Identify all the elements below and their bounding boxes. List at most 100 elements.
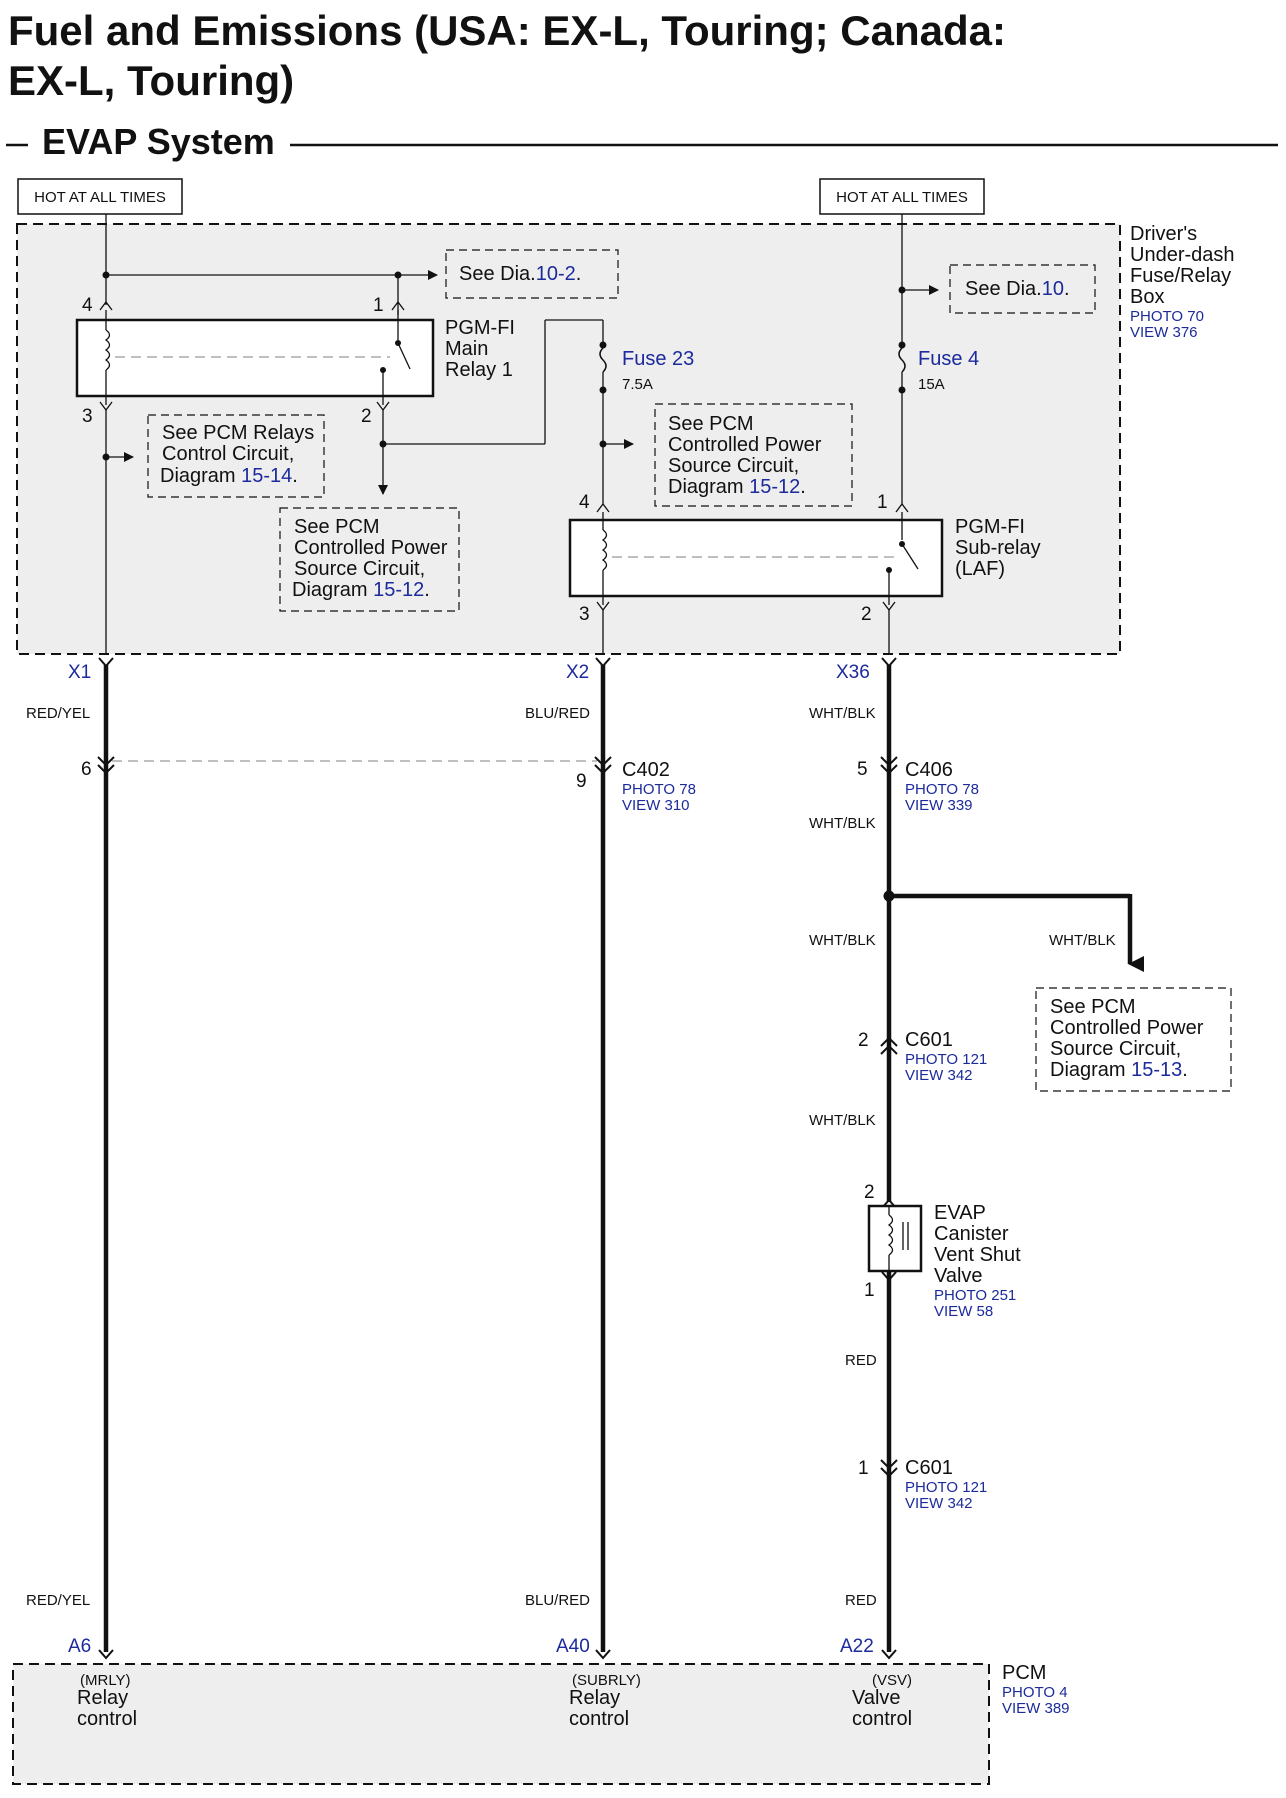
sub-relay-label-1: PGM-FI	[955, 516, 1025, 538]
pcm-ref-c-4: Diagram	[1050, 1059, 1131, 1081]
hot-label-right: HOT AT ALL TIMES	[836, 189, 968, 206]
main-relay-label-1: PGM-FI	[445, 317, 515, 339]
fuse-23-rating: 7.5A	[622, 376, 653, 393]
fusebox-photo: PHOTO 70	[1130, 308, 1204, 325]
sub-relay-coil	[601, 529, 608, 571]
valve-pin-top: 2	[864, 1182, 875, 1203]
wire-label-3b: WHT/BLK	[809, 815, 876, 832]
relays-ref-2: Control Circuit,	[162, 443, 294, 465]
sub-relay-box	[568, 518, 944, 598]
pcm-c2-code: (SUBRLY)	[572, 1672, 641, 1689]
terminal-a6: A6	[68, 1636, 91, 1657]
pcm-ref-a-1: See PCM	[294, 516, 380, 538]
main-relay-switch	[397, 342, 411, 370]
fusebox-view: VIEW 376	[1130, 324, 1198, 341]
pcm-ref-a-suffix: .	[424, 579, 430, 601]
page-title-line2: EX-L, Touring)	[8, 57, 294, 104]
relays-ref-link[interactable]: 15-14	[241, 465, 292, 487]
pcm-ref-b-4: Diagram	[668, 476, 749, 498]
pcm-ref-box-a	[279, 507, 460, 612]
see-dia-1-suffix: .	[576, 263, 582, 285]
c601a-name: C601	[905, 1029, 953, 1051]
see-dia-1-ref[interactable]: 10-2	[536, 263, 576, 285]
svg-text:Diagram 15-12.: Diagram 15-12.	[292, 579, 430, 601]
see-dia-box-1	[445, 249, 619, 299]
valve-photo: PHOTO 251	[934, 1287, 1016, 1304]
pcm-ref-b-link[interactable]: 15-12	[749, 476, 800, 498]
sub-relay-pin-4: 4	[579, 492, 590, 513]
c402-view: VIEW 310	[622, 797, 690, 814]
wire-label-1b: RED/YEL	[26, 1592, 90, 1609]
svg-text:Diagram 15-14.: Diagram 15-14.	[160, 465, 298, 487]
fuse-23-name: Fuse 23	[622, 348, 694, 370]
sub-relay-label-2: Sub-relay	[955, 537, 1041, 559]
terminal-a22: A22	[840, 1636, 874, 1657]
pcm-ref-a-link[interactable]: 15-12	[373, 579, 424, 601]
pcm-c3-l2: control	[852, 1708, 912, 1730]
svg-text:See Dia.10-2.: See Dia.10-2.	[459, 263, 581, 285]
valve-label-2: Canister	[934, 1223, 1009, 1245]
wire-label-3f: RED	[845, 1592, 877, 1609]
hot-box-right	[819, 178, 985, 215]
wire-label-branch: WHT/BLK	[1049, 932, 1116, 949]
pcm-ref-b-suffix: .	[800, 476, 806, 498]
c406-name: C406	[905, 759, 953, 781]
wire-label-2b: BLU/RED	[525, 1592, 590, 1609]
c406-photo: PHOTO 78	[905, 781, 979, 798]
pcm-c3-l1: Valve	[852, 1687, 901, 1709]
pcm-c1-code: (MRLY)	[80, 1672, 131, 1689]
pcm-c2-l1: Relay	[569, 1687, 620, 1709]
relays-ref-1: See PCM Relays	[162, 422, 314, 444]
svg-text:See Dia.10.: See Dia.10.	[965, 278, 1070, 300]
fusebox-label-4: Box	[1130, 286, 1164, 308]
c601b-pin: 1	[858, 1458, 869, 1479]
see-dia-2-ref[interactable]: 10	[1042, 278, 1064, 300]
valve-label-3: Vent Shut	[934, 1244, 1021, 1266]
pcm-ref-a-3: Source Circuit,	[294, 558, 425, 580]
wire-label-2a: BLU/RED	[525, 705, 590, 722]
pcm-c1-l2: control	[77, 1708, 137, 1730]
evap-valve-body	[867, 1204, 923, 1273]
wire-label-3e: RED	[845, 1352, 877, 1369]
terminal-a40: A40	[556, 1636, 590, 1657]
sub-relay-label-3: (LAF)	[955, 558, 1005, 580]
fuse-4-rating: 15A	[918, 376, 945, 393]
pcm-ref-a-2: Controlled Power	[294, 537, 448, 559]
c601b-name: C601	[905, 1457, 953, 1479]
fusebox-label-3: Fuse/Relay	[1130, 265, 1231, 287]
c601a-view: VIEW 342	[905, 1067, 973, 1084]
relays-ref-3: Diagram	[160, 465, 241, 487]
fuse-4-name: Fuse 4	[918, 348, 979, 370]
pcm-photo: PHOTO 4	[1002, 1684, 1068, 1701]
pcm-name: PCM	[1002, 1662, 1046, 1684]
fuse-23-symbol	[599, 347, 607, 373]
wire-label-3c: WHT/BLK	[809, 932, 876, 949]
terminal-x1: X1	[68, 662, 91, 683]
pcm-c3-code: (VSV)	[872, 1672, 912, 1689]
fuse-4-symbol	[898, 347, 906, 373]
relays-ref-box	[147, 414, 325, 498]
pcm-ref-c-suffix: .	[1182, 1059, 1188, 1081]
pcm-ref-box-c	[1035, 987, 1232, 1092]
pcm-box	[12, 1663, 990, 1785]
wire-label-3d: WHT/BLK	[809, 1112, 876, 1129]
sub-relay-pin-2: 2	[861, 604, 872, 625]
terminal-x2: X2	[566, 662, 589, 683]
fusebox-label-1: Driver's	[1130, 223, 1197, 245]
pcm-ref-c-2: Controlled Power	[1050, 1017, 1204, 1039]
pcm-ref-c-3: Source Circuit,	[1050, 1038, 1181, 1060]
section-title: EVAP System	[42, 121, 275, 162]
sub-relay-pin-1: 1	[877, 492, 888, 513]
pcm-ref-c-link[interactable]: 15-13	[1131, 1059, 1182, 1081]
wire-label-1a: RED/YEL	[26, 705, 90, 722]
page-title: Fuel and Emissions (USA: EX-L, Touring; …	[8, 7, 1006, 54]
c406-pin: 5	[857, 759, 868, 780]
valve-view: VIEW 58	[934, 1303, 993, 1320]
main-relay-pin-4: 4	[82, 295, 93, 316]
c406-view: VIEW 339	[905, 797, 973, 814]
see-dia-2-suffix: .	[1064, 278, 1070, 300]
pcm-ref-b-1: See PCM	[668, 413, 754, 435]
pcm-ref-b-3: Source Circuit,	[668, 455, 799, 477]
fusebox-label-2: Under-dash	[1130, 244, 1235, 266]
